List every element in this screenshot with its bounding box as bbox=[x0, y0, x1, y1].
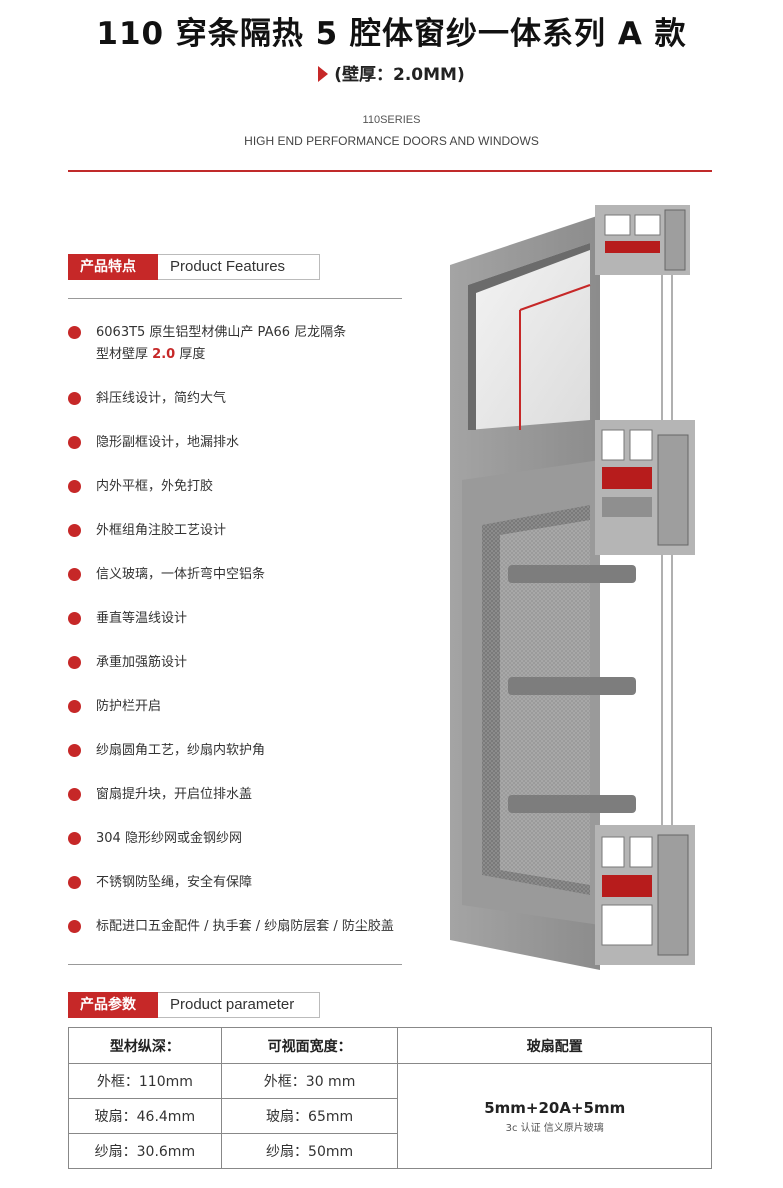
feature-item: 斜压线设计，简约大气 bbox=[68, 388, 226, 410]
bullet-dot-icon bbox=[68, 700, 81, 713]
triangle-marker-icon bbox=[318, 66, 329, 82]
feature-item: 承重加强筋设计 bbox=[68, 652, 187, 674]
table-row: 纱扇：30.6mm 纱扇：50mm bbox=[68, 1133, 712, 1169]
subtitle: (壁厚：2.0MM) bbox=[0, 60, 783, 85]
feature-text: 纱扇圆角工艺，纱扇内软护角 bbox=[96, 743, 266, 758]
table-cell: 玻扇：46.4mm bbox=[68, 1098, 222, 1134]
feature-item: 窗扇提升块，开启位排水盖 bbox=[68, 784, 252, 806]
thickness-unit: 厚度 bbox=[179, 347, 206, 362]
feature-text: 窗扇提升块，开启位排水盖 bbox=[96, 787, 253, 802]
bullet-dot-icon bbox=[68, 656, 81, 669]
bullet-dot-icon bbox=[68, 436, 81, 449]
bullet-dot-icon bbox=[68, 788, 81, 801]
feature-text: 防护栏开启 bbox=[96, 699, 162, 714]
feature-text: 6063T5 原生铝型材佛山产 PA66 尼龙隔条 bbox=[96, 325, 347, 340]
feature-text: 不锈钢防坠绳，安全有保障 bbox=[96, 875, 253, 890]
table-cell: 玻扇：65mm bbox=[220, 1098, 399, 1134]
feature-text: 隐形副框设计，地漏排水 bbox=[96, 435, 240, 450]
window-profile-illustration bbox=[450, 205, 695, 970]
series-tagline: HIGH END PERFORMANCE DOORS AND WINDOWS bbox=[244, 134, 539, 148]
glass-config-value: 5mm+20A+5mm bbox=[484, 1098, 626, 1117]
params-label-en: Product parameter bbox=[158, 992, 320, 1018]
page-title: 110 穿条隔热 5 腔体窗纱一体系列 A 款 bbox=[96, 16, 687, 52]
feature-text: 外框组角注胶工艺设计 bbox=[96, 523, 227, 538]
feature-item: 304 隐形纱网或金钢纱网 bbox=[68, 828, 242, 850]
column-header: 玻扇配置 bbox=[397, 1027, 712, 1064]
feature-item: 信义玻璃，一体折弯中空铝条 bbox=[68, 564, 265, 586]
feature-item: 纱扇圆角工艺，纱扇内软护角 bbox=[68, 740, 265, 762]
feature-item: 标配进口五金配件 / 执手套 / 纱扇防层套 / 防尘胶盖 bbox=[68, 916, 394, 938]
middle-profile-section bbox=[595, 420, 695, 555]
feature-text: 承重加强筋设计 bbox=[96, 655, 188, 670]
feature-text: 信义玻璃，一体折弯中空铝条 bbox=[96, 567, 266, 582]
features-label-cn: 产品特点 bbox=[68, 254, 158, 280]
series-label: 110SERIES bbox=[362, 114, 421, 126]
column-header: 型材纵深： bbox=[68, 1027, 222, 1064]
glass-config-note: 3c 认证 信义原片玻璃 bbox=[505, 1122, 604, 1134]
features-bottom-divider bbox=[68, 964, 402, 965]
feature-text: 内外平框，外免打胶 bbox=[96, 479, 214, 494]
bullet-dot-icon bbox=[68, 524, 81, 537]
bullet-dot-icon bbox=[68, 326, 81, 339]
features-divider bbox=[68, 298, 402, 299]
bullet-dot-icon bbox=[68, 392, 81, 405]
feature-item: 垂直等温线设计 bbox=[68, 608, 187, 630]
params-table: 型材纵深： 可视面宽度： 玻扇配置 外框：110mm 外框：30 mm 5mm+… bbox=[68, 1027, 712, 1169]
feature-text: 斜压线设计，简约大气 bbox=[96, 391, 227, 406]
table-row: 玻扇：46.4mm 玻扇：65mm bbox=[68, 1098, 712, 1134]
feature-text: 304 隐形纱网或金钢纱网 bbox=[96, 831, 242, 846]
feature-item: 防护栏开启 bbox=[68, 696, 161, 718]
bullet-dot-icon bbox=[68, 612, 81, 625]
feature-item: 外框组角注胶工艺设计 bbox=[68, 520, 226, 542]
glass-config-cell: 5mm+20A+5mm 3c 认证 信义原片玻璃 bbox=[397, 1063, 712, 1169]
feature-text: 型材壁厚 bbox=[96, 347, 149, 362]
bullet-dot-icon bbox=[68, 744, 81, 757]
feature-text: 标配进口五金配件 / 执手套 / 纱扇防层套 / 防尘胶盖 bbox=[96, 919, 394, 934]
bottom-profile-section bbox=[595, 825, 695, 965]
table-header-row: 型材纵深： 可视面宽度： 玻扇配置 bbox=[68, 1027, 712, 1064]
bullet-dot-icon bbox=[68, 876, 81, 889]
wall-thickness-text: (壁厚：2.0MM) bbox=[334, 65, 465, 85]
thickness-highlight: 2.0 bbox=[152, 347, 176, 362]
table-row: 外框：110mm 外框：30 mm 5mm+20A+5mm 3c 认证 信义原片… bbox=[68, 1063, 712, 1169]
bullet-dot-icon bbox=[68, 832, 81, 845]
params-section-header: 产品参数 Product parameter bbox=[68, 992, 320, 1018]
feature-text: 垂直等温线设计 bbox=[96, 611, 188, 626]
feature-item: 不锈钢防坠绳，安全有保障 bbox=[68, 872, 252, 894]
feature-item: 6063T5 原生铝型材佛山产 PA66 尼龙隔条 型材壁厚 2.0 厚度 bbox=[68, 322, 346, 366]
table-cell: 外框：30 mm bbox=[220, 1063, 399, 1099]
features-section-header: 产品特点 Product Features bbox=[68, 254, 320, 280]
feature-item: 内外平框，外免打胶 bbox=[68, 476, 213, 498]
top-profile-section bbox=[595, 205, 690, 275]
bullet-dot-icon bbox=[68, 480, 81, 493]
bullet-dot-icon bbox=[68, 920, 81, 933]
table-cell: 纱扇：50mm bbox=[220, 1133, 399, 1169]
table-cell: 外框：110mm bbox=[68, 1063, 222, 1099]
column-header: 可视面宽度： bbox=[220, 1027, 399, 1064]
features-label-en: Product Features bbox=[158, 254, 320, 280]
table-cell: 纱扇：30.6mm bbox=[68, 1133, 222, 1169]
bullet-dot-icon bbox=[68, 568, 81, 581]
params-label-cn: 产品参数 bbox=[68, 992, 158, 1018]
feature-item: 隐形副框设计，地漏排水 bbox=[68, 432, 239, 454]
header-divider bbox=[68, 170, 712, 172]
